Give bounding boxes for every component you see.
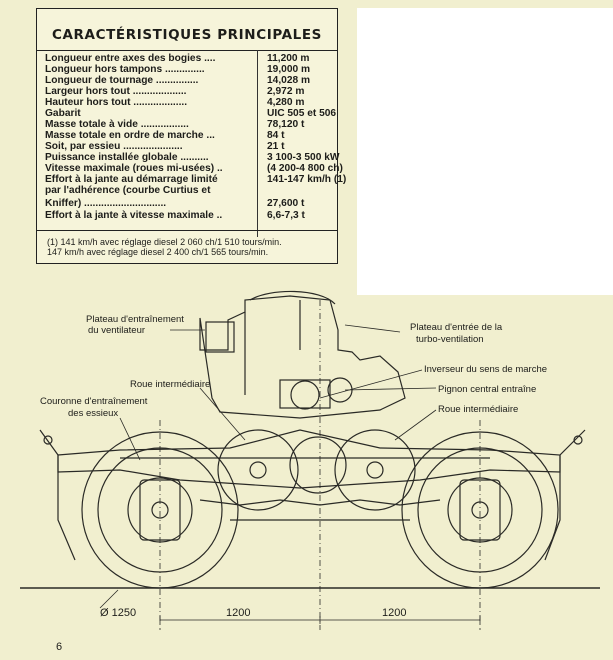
spec-row: par l'adhérence (courbe Curtius et bbox=[45, 185, 211, 196]
dimension-right-span: 1200 bbox=[382, 607, 406, 619]
hub-right bbox=[366, 461, 384, 479]
reverser-gear bbox=[290, 380, 320, 410]
leader-pignon bbox=[344, 387, 437, 391]
leader-plateau-entree bbox=[344, 324, 401, 333]
page-number: 6 bbox=[56, 641, 63, 653]
spec-row: Longueur de tournage ...............14,0… bbox=[45, 75, 311, 86]
label-plateau-entree-1: Plateau d'entrée de la bbox=[410, 322, 503, 333]
spec-row: Longueur entre axes des bogies ....11,20… bbox=[45, 53, 310, 64]
spec-row: Effort à la jante à vitesse maximale ..6… bbox=[45, 210, 305, 221]
end-pivot-left bbox=[43, 435, 53, 445]
end-pivot-right bbox=[573, 435, 583, 445]
intermediate-wheel-right bbox=[334, 429, 416, 511]
spec-row: Masse totale à vide .................78,… bbox=[45, 119, 305, 130]
label-plateau-entrainement-2: du ventilateur bbox=[88, 325, 145, 336]
dimension-diameter: Ø 1250 bbox=[100, 607, 136, 619]
label-pignon: Pignon central entraîne bbox=[438, 384, 536, 395]
leader-roue-right bbox=[394, 409, 437, 441]
hub-left bbox=[249, 461, 267, 479]
label-inverseur: Inverseur du sens de marche bbox=[424, 364, 547, 375]
leader-couronne bbox=[119, 417, 141, 461]
spec-row: Hauteur hors tout ...................4,2… bbox=[45, 97, 305, 108]
spec-row: Kniffer) .............................27… bbox=[45, 198, 305, 209]
centerlines bbox=[159, 300, 481, 630]
spec-row: Vitesse maximale (roues mi-usées) ..(4 2… bbox=[45, 163, 343, 174]
label-roue-intermediaire-left: Roue intermédiaire bbox=[130, 379, 210, 390]
leader-inverseur bbox=[319, 369, 423, 399]
fan-housing-detail bbox=[244, 290, 336, 395]
footnote-line: (1) 141 km/h avec réglage diesel 2 060 c… bbox=[47, 237, 282, 247]
spec-row: Puissance installée globale ..........3 … bbox=[45, 152, 340, 163]
spec-row: Longueur hors tampons ..............19,0… bbox=[45, 64, 311, 75]
fan-drive-plate bbox=[205, 321, 235, 353]
central-gear bbox=[289, 436, 347, 494]
specifications-table: CARACTÉRISTIQUES PRINCIPALES Longueur en… bbox=[36, 8, 347, 264]
end-brackets bbox=[39, 429, 586, 561]
label-couronne-1: Couronne d'entraînement bbox=[40, 396, 148, 407]
diameter-leader bbox=[99, 589, 119, 609]
spec-row: Soit, par essieu .....................21… bbox=[45, 141, 285, 152]
spec-row: Masse totale en ordre de marche ...84 t bbox=[45, 130, 285, 141]
label-plateau-entrainement-1: Plateau d'entraînement bbox=[86, 314, 184, 325]
blank-area bbox=[357, 8, 613, 295]
notes-divider bbox=[37, 230, 337, 231]
fan-housing-outline bbox=[199, 295, 406, 419]
spec-row: Largeur hors tout ...................2,9… bbox=[45, 86, 305, 97]
column-divider bbox=[257, 50, 258, 237]
reverser-box bbox=[279, 379, 331, 409]
specifications-title: CARACTÉRISTIQUES PRINCIPALES bbox=[52, 27, 322, 43]
dimension-ticks bbox=[159, 616, 481, 624]
dimension-left-span: 1200 bbox=[226, 607, 250, 619]
label-plateau-entree-2: turbo-ventilation bbox=[416, 334, 484, 345]
footnote-line: 147 km/h avec réglage diesel 2 400 ch/1 … bbox=[47, 247, 269, 257]
leader-roue-left bbox=[199, 387, 246, 441]
label-roue-intermediaire-right: Roue intermédiaire bbox=[438, 404, 518, 415]
intermediate-wheel-left bbox=[217, 429, 299, 511]
title-divider bbox=[37, 50, 337, 51]
label-couronne-2: des essieux bbox=[68, 408, 118, 419]
